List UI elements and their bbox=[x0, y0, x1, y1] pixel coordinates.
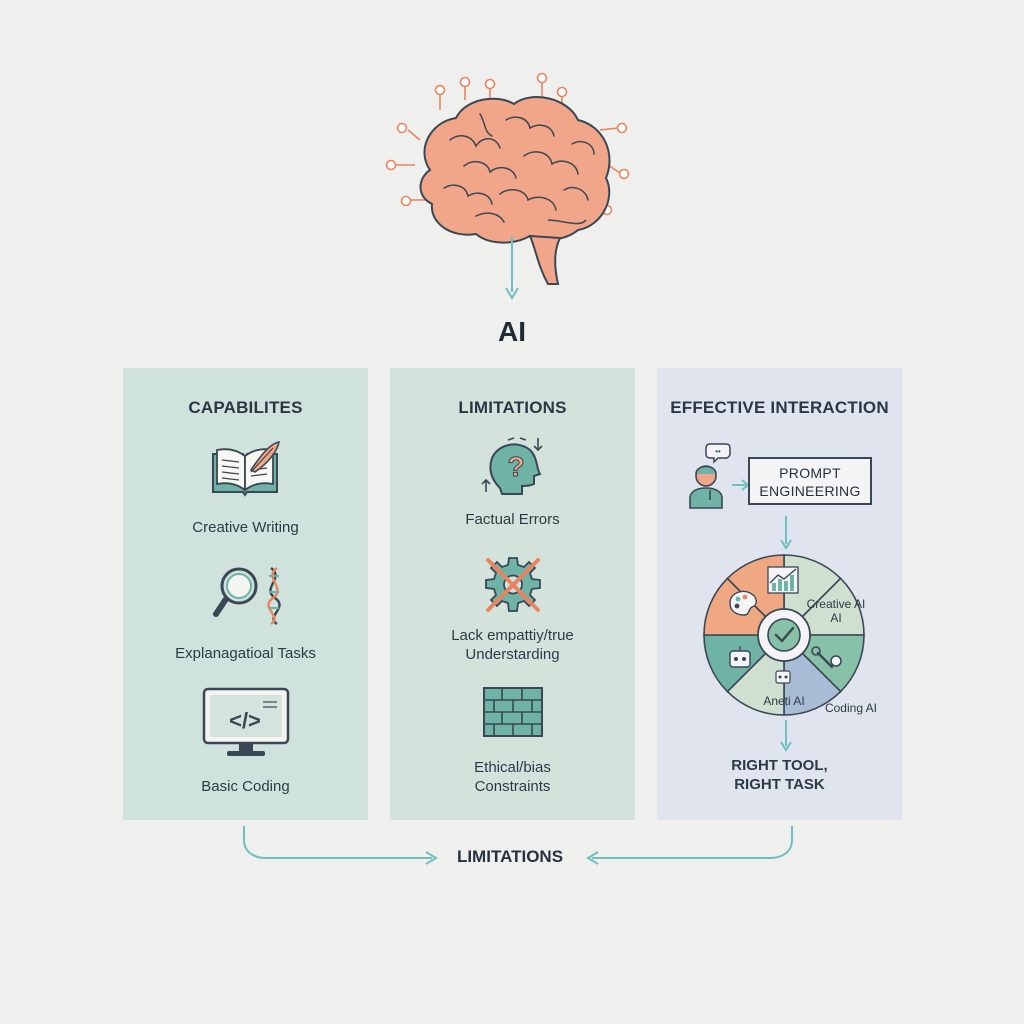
ai-tool-wheel bbox=[703, 554, 865, 716]
crossed-gear-icon bbox=[485, 557, 541, 612]
capabilities-panel: CAPABILITES Creative Writing Explanagati… bbox=[123, 368, 368, 820]
svg-text:••: •• bbox=[715, 447, 721, 456]
user-headset-icon: •• bbox=[689, 443, 731, 509]
brick-wall-icon bbox=[483, 687, 543, 737]
chart-icon bbox=[767, 566, 799, 594]
prompt-label: ENGINEERING bbox=[759, 483, 861, 499]
creative-ai-label: Creative AI AI bbox=[806, 597, 866, 625]
prompt-engineering-box: PROMPT ENGINEERING bbox=[748, 457, 872, 505]
down-arrow-icon bbox=[505, 236, 519, 300]
prompt-label: PROMPT bbox=[779, 465, 841, 481]
panel-title: LIMITATIONS bbox=[458, 398, 567, 417]
brain-icon bbox=[385, 72, 630, 285]
bottom-limitations-label: LIMITATIONS bbox=[456, 847, 564, 866]
capability-label: Basic Coding bbox=[201, 778, 290, 795]
limitation-label: Ethical/bias bbox=[474, 759, 551, 776]
panel-title: EFFECTIVE INTERACTION bbox=[670, 398, 889, 417]
limitations-panel: LIMITATIONS ? Factual Errors Lack empatt… bbox=[390, 368, 635, 820]
agent-ai-label: Aneti AI bbox=[763, 694, 805, 708]
svg-text:</>: </> bbox=[229, 708, 261, 733]
open-book-quill-icon bbox=[212, 440, 281, 497]
palette-icon bbox=[729, 590, 757, 616]
svg-text:?: ? bbox=[507, 451, 524, 482]
limitation-label: Lack empattiy/true bbox=[451, 627, 574, 644]
panel-title: CAPABILITES bbox=[188, 398, 303, 417]
robot-icon bbox=[729, 646, 751, 668]
code-monitor-icon: </> bbox=[202, 687, 290, 756]
limitation-label: Factual Errors bbox=[465, 511, 560, 528]
result-label: RIGHT TASK bbox=[734, 776, 825, 793]
head-question-icon: ? bbox=[481, 437, 543, 495]
small-robot-icon bbox=[775, 670, 791, 684]
page-title: AI bbox=[498, 316, 526, 347]
coding-ai-label: Coding AI bbox=[824, 701, 878, 715]
magnifier-dna-icon bbox=[213, 567, 281, 625]
down-arrow-icon bbox=[780, 720, 792, 752]
limitation-label: Constraints bbox=[474, 778, 551, 795]
limitation-label: Understarding bbox=[465, 646, 560, 663]
bottom-connector bbox=[243, 826, 793, 865]
capability-label: Explanagatioal Tasks bbox=[175, 645, 316, 662]
down-arrow-icon bbox=[780, 516, 792, 550]
capability-label: Creative Writing bbox=[192, 519, 299, 536]
result-label: RIGHT TOOL, bbox=[731, 757, 828, 774]
wrench-gear-icon bbox=[811, 646, 842, 669]
